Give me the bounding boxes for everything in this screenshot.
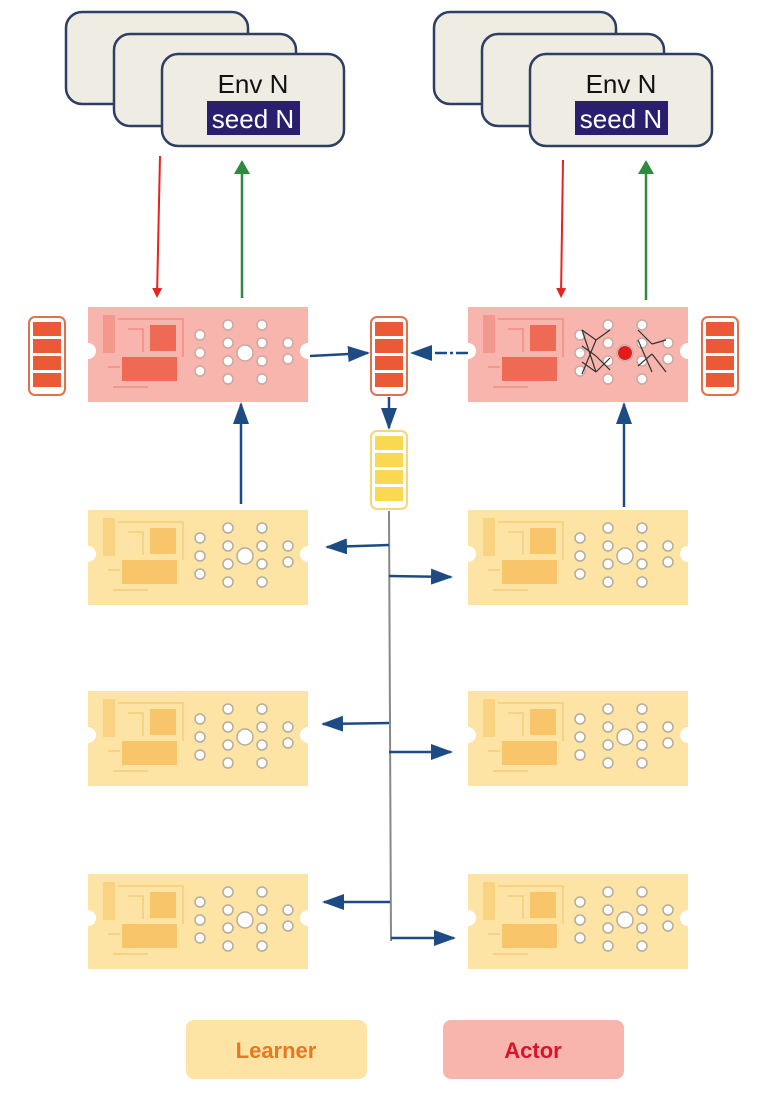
actor-board-left xyxy=(87,306,309,403)
learner-board-left-2 xyxy=(87,690,309,787)
seed-highlight xyxy=(207,101,300,135)
env-title: Env N xyxy=(586,69,657,99)
legend-learner-label: Learner xyxy=(236,1038,317,1063)
arrow-env-to-actor-right xyxy=(556,159,567,298)
learner-board-right-3 xyxy=(467,873,689,970)
distribution-arrows xyxy=(321,538,456,946)
arrow-actor-left-to-buffer xyxy=(309,346,370,363)
actor-buffer-left xyxy=(28,316,66,396)
actor-core-dot xyxy=(618,346,632,360)
env-stack-left: Env N seed N xyxy=(64,10,346,148)
env-seed: seed N xyxy=(212,104,294,134)
arrow-to-learner-left-1 xyxy=(325,538,390,555)
env-stack-right: Env N seed N xyxy=(432,10,714,148)
seed-highlight xyxy=(575,101,668,135)
learner-board-right-1 xyxy=(467,509,689,606)
legend-learner-box xyxy=(186,1020,367,1079)
legend: Learner Actor xyxy=(186,1020,624,1079)
env-title: Env N xyxy=(218,69,289,99)
shared-replay-buffer xyxy=(370,316,408,396)
batch-distribution-line xyxy=(388,510,392,942)
learner-board-left-1 xyxy=(87,509,309,606)
neural-network-icon xyxy=(581,329,667,375)
env-seed: seed N xyxy=(580,104,662,134)
arrow-env-to-actor-left xyxy=(152,155,163,298)
actor-buffer-right xyxy=(701,316,739,396)
arrow-to-learner-left-2 xyxy=(321,715,390,732)
learner-board-left-3 xyxy=(87,873,309,970)
learner-board-right-2 xyxy=(467,690,689,787)
learner-batch-buffer xyxy=(370,430,408,510)
arrow-to-learner-right-1 xyxy=(388,568,453,585)
actor-board-right xyxy=(467,306,689,403)
legend-actor-box xyxy=(443,1020,624,1079)
legend-actor-label: Actor xyxy=(504,1038,562,1063)
